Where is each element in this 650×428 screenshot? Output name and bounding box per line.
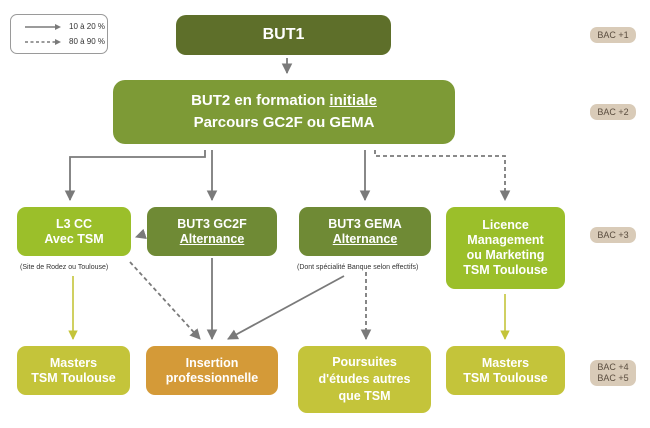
bac-badge-3-label: BAC +3 xyxy=(597,229,629,240)
masters-right-box: Masters TSM Toulouse xyxy=(446,346,565,395)
arrow-but2-to-l3cc xyxy=(64,150,206,202)
but3-gema-line1: BUT3 GEMA xyxy=(328,216,402,231)
but2-box: BUT2 en formation initiale Parcours GC2F… xyxy=(113,80,455,144)
legend-solid-arrowhead xyxy=(55,24,61,30)
bac-badge-2: BAC +2 xyxy=(590,104,636,120)
but3-gc2f-line1: BUT3 GC2F xyxy=(177,216,247,231)
l3cc-line1: L3 CC xyxy=(55,216,93,231)
but3-gc2f-box: BUT3 GC2F Alternance xyxy=(147,207,277,256)
bac-badge-4-label: BAC +4 xyxy=(597,362,629,373)
but2-line1: BUT2 en formation initiale xyxy=(191,90,377,112)
masters-left-line1: Masters xyxy=(49,355,98,370)
but3-gema-box: BUT3 GEMA Alternance xyxy=(299,207,431,256)
licence-box: Licence Management ou Marketing TSM Toul… xyxy=(446,207,565,289)
bac-badge-1: BAC +1 xyxy=(590,27,636,43)
masters-right-line2: TSM Toulouse xyxy=(463,370,548,385)
poursuites-line1: Poursuites xyxy=(332,355,397,370)
but3-gc2f-line2: Alternance xyxy=(179,231,245,246)
legend: 10 à 20 % 80 à 90 % xyxy=(10,14,108,54)
arrow-but2-to-licence xyxy=(374,150,511,202)
insertion-line1: Insertion xyxy=(185,355,239,370)
legend-lines xyxy=(25,24,61,45)
but3-gema-line2: Alternance xyxy=(332,231,398,246)
arrow-l3cc-to-insertion xyxy=(129,261,201,340)
insertion-line2: professionnelle xyxy=(165,370,259,385)
gema-note: (Dont spécialité Banque selon effectifs) xyxy=(297,264,419,271)
licence-line4: TSM Toulouse xyxy=(463,263,548,277)
poursuites-line3: que TSM xyxy=(338,388,391,403)
l3cc-line2: Avec TSM xyxy=(44,231,104,246)
poursuites-box: Poursuites d'études autres que TSM xyxy=(298,346,431,413)
legend-dashed-arrowhead xyxy=(55,39,61,45)
l3cc-note: (Site de Rodez ou Toulouse) xyxy=(20,264,109,271)
licence-line3: ou Marketing xyxy=(466,248,545,262)
masters-left-line2: TSM Toulouse xyxy=(31,370,116,385)
arrow-gc2f-to-l3cc xyxy=(134,228,147,240)
legend-solid-label: 10 à 20 % xyxy=(69,22,106,31)
masters-right-line1: Masters xyxy=(481,355,530,370)
legend-dashed-label: 80 à 90 % xyxy=(69,37,106,46)
but2-line1-underlined: initiale xyxy=(329,92,377,110)
but2-line2: Parcours GC2F ou GEMA xyxy=(193,114,375,131)
poursuites-line2: d'études autres xyxy=(318,372,411,387)
licence-line2: Management xyxy=(467,233,544,247)
but1-label: BUT1 xyxy=(262,26,305,44)
bac-badge-2-label: BAC +2 xyxy=(597,106,629,117)
masters-left-box: Masters TSM Toulouse xyxy=(17,346,130,395)
but2-line1-prefix: BUT2 en formation xyxy=(191,92,330,110)
licence-line1: Licence xyxy=(482,218,529,232)
arrow-gema-to-insertion xyxy=(227,275,345,340)
but1-box: BUT1 xyxy=(176,15,391,55)
bac-badge-4-5: BAC +4 BAC +5 xyxy=(590,360,636,386)
l3cc-box: L3 CC Avec TSM xyxy=(17,207,131,256)
bac-badge-1-label: BAC +1 xyxy=(597,29,629,40)
bac-badge-5-label: BAC +5 xyxy=(597,373,629,383)
bac-badge-3: BAC +3 xyxy=(590,227,636,243)
insertion-box: Insertion professionnelle xyxy=(146,346,278,395)
